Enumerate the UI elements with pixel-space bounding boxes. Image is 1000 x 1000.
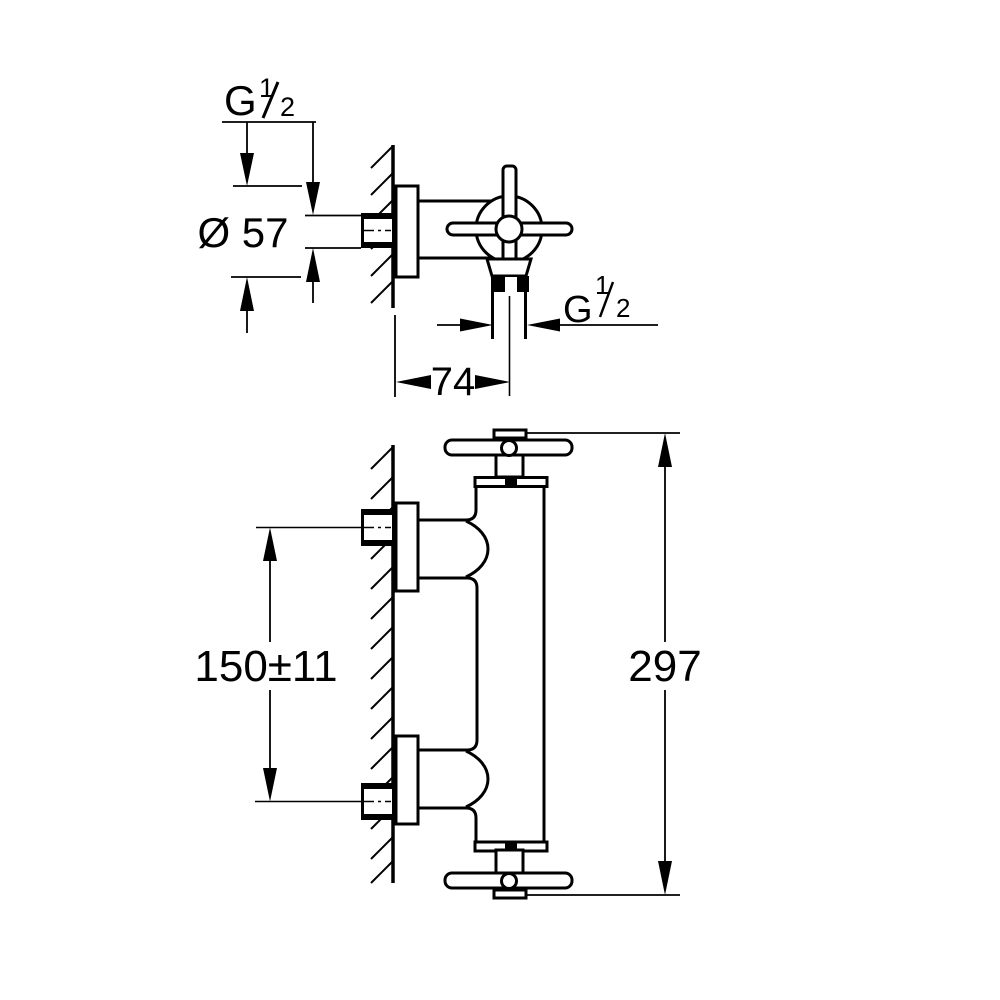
overall-height-label: 297 [628, 642, 701, 691]
lower-flange [394, 734, 420, 826]
wall-thread-numerator: 1 [259, 73, 274, 103]
flange-diameter-label: Ø 57 [197, 209, 288, 256]
dim-wall-to-outlet: 74 [394, 315, 510, 404]
top-view: G 1 2 Ø 57 G 1 2 74 [197, 73, 658, 404]
dim-connection-spacing: 150±11 [194, 526, 361, 803]
lower-union-nut [361, 783, 394, 820]
top-handle-screw [500, 439, 518, 457]
upper-flange [394, 501, 420, 593]
connection-spacing-label: 150±11 [194, 642, 337, 691]
top-view-cross-handle [445, 164, 574, 264]
wall-thread-denominator: 2 [280, 92, 295, 122]
top-cross-handle [443, 428, 574, 479]
bottom-cross-handle [443, 848, 574, 900]
fraction-slash [598, 281, 615, 318]
dim-wall-thread-and-flange: G 1 2 Ø 57 [197, 73, 361, 333]
top-view-body [418, 199, 493, 260]
outlet-thread-denominator: 2 [616, 293, 630, 323]
fraction-slash [261, 81, 280, 119]
mixer-body [418, 476, 549, 853]
upper-s-union-bulge [465, 519, 490, 579]
bottom-handle-screw [500, 872, 518, 890]
upper-union-nut [361, 509, 394, 546]
top-view-flange [394, 184, 420, 279]
bottom-handle-cap [492, 888, 528, 900]
lower-s-union-bulge [465, 749, 490, 809]
handle-hub [494, 214, 524, 244]
outlet-thread-size-label: G [563, 289, 593, 331]
outlet-thread-numerator: 1 [595, 270, 609, 300]
top-view-wall-nut [361, 213, 394, 248]
outlet-escutcheon [484, 257, 534, 278]
dim-overall-height: 297 [525, 432, 702, 896]
dim-outlet-thread: G 1 2 [437, 270, 658, 332]
front-view: 150±11 297 [194, 428, 702, 900]
top-handle-cap [492, 428, 528, 440]
body-bottom-cap-marker [505, 843, 517, 850]
body-top-cap-marker [505, 479, 517, 485]
handle-vertical-spoke [501, 164, 518, 264]
wall-to-outlet-distance-label: 74 [431, 360, 476, 404]
wall-thread-size-label: G [224, 77, 257, 124]
top-view-outlet [484, 257, 534, 396]
